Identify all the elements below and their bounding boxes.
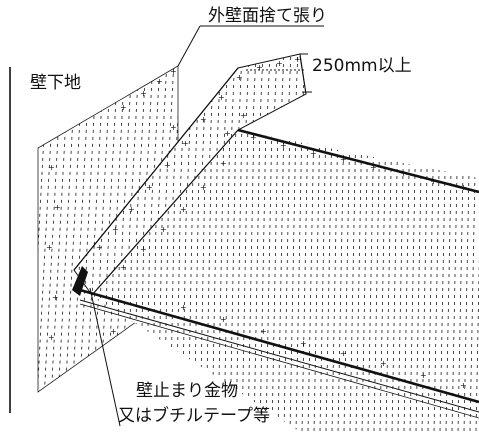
svg-text:+: +	[156, 77, 163, 86]
svg-text:+: +	[140, 245, 147, 254]
svg-text:+: +	[224, 129, 231, 138]
svg-text:+: +	[160, 225, 167, 234]
svg-text:+: +	[180, 303, 187, 312]
svg-text:+: +	[200, 183, 207, 192]
fold-edge-line	[91, 129, 239, 296]
svg-text:+: +	[420, 371, 427, 380]
label-flashing-line1: 壁止まり金物	[136, 381, 238, 401]
svg-text:+: +	[48, 333, 55, 342]
svg-text:+: +	[48, 163, 55, 172]
svg-text:+: +	[260, 327, 267, 336]
label-overlap-height: 250mm以上	[312, 56, 412, 76]
svg-text:+: +	[164, 161, 171, 170]
svg-text:+: +	[54, 203, 61, 212]
svg-text:+: +	[220, 159, 227, 168]
label-wall-substrate: 壁下地	[30, 73, 81, 93]
svg-text:+: +	[180, 205, 187, 214]
svg-text:+: +	[52, 293, 59, 302]
svg-text:+: +	[370, 163, 377, 172]
svg-text:+: +	[250, 133, 257, 142]
svg-text:+: +	[128, 205, 135, 214]
wall-stop-flashing-mark	[72, 266, 88, 296]
svg-text:+: +	[140, 89, 147, 98]
svg-text:+: +	[182, 139, 189, 148]
svg-text:+: +	[200, 115, 207, 124]
svg-text:+: +	[340, 349, 347, 358]
svg-text:+: +	[276, 59, 283, 68]
svg-text:+: +	[170, 67, 177, 76]
svg-text:+: +	[310, 149, 317, 158]
svg-text:+: +	[220, 315, 227, 324]
svg-text:+: +	[120, 103, 127, 112]
svg-text:+: +	[280, 141, 287, 150]
label-flashing-line2: 又はブチルテープ等	[118, 405, 270, 426]
svg-text:+: +	[46, 243, 53, 252]
svg-text:+: +	[218, 93, 225, 102]
svg-text:+: +	[96, 243, 103, 252]
dimension-marker	[246, 53, 312, 95]
svg-text:+: +	[170, 123, 177, 132]
svg-text:+: +	[300, 339, 307, 348]
svg-text:+: +	[460, 381, 467, 390]
leader-outer-wall	[177, 25, 201, 67]
svg-text:+: +	[380, 359, 387, 368]
svg-text:+: +	[120, 263, 127, 272]
svg-text:+: +	[146, 183, 153, 192]
svg-text:+: +	[112, 225, 119, 234]
svg-text:+: +	[256, 63, 263, 72]
ridge-line	[237, 128, 479, 194]
svg-text:+: +	[236, 73, 243, 82]
upper-fold-line	[73, 67, 239, 271]
label-outer-wall-sheet: 外壁面捨て張り	[208, 6, 327, 26]
leader-flashing	[89, 287, 121, 427]
front-edge	[79, 288, 479, 419]
svg-text:+: +	[110, 327, 117, 336]
svg-text:+: +	[240, 111, 247, 120]
svg-text:+: +	[340, 155, 347, 164]
svg-text:+: +	[294, 55, 301, 64]
